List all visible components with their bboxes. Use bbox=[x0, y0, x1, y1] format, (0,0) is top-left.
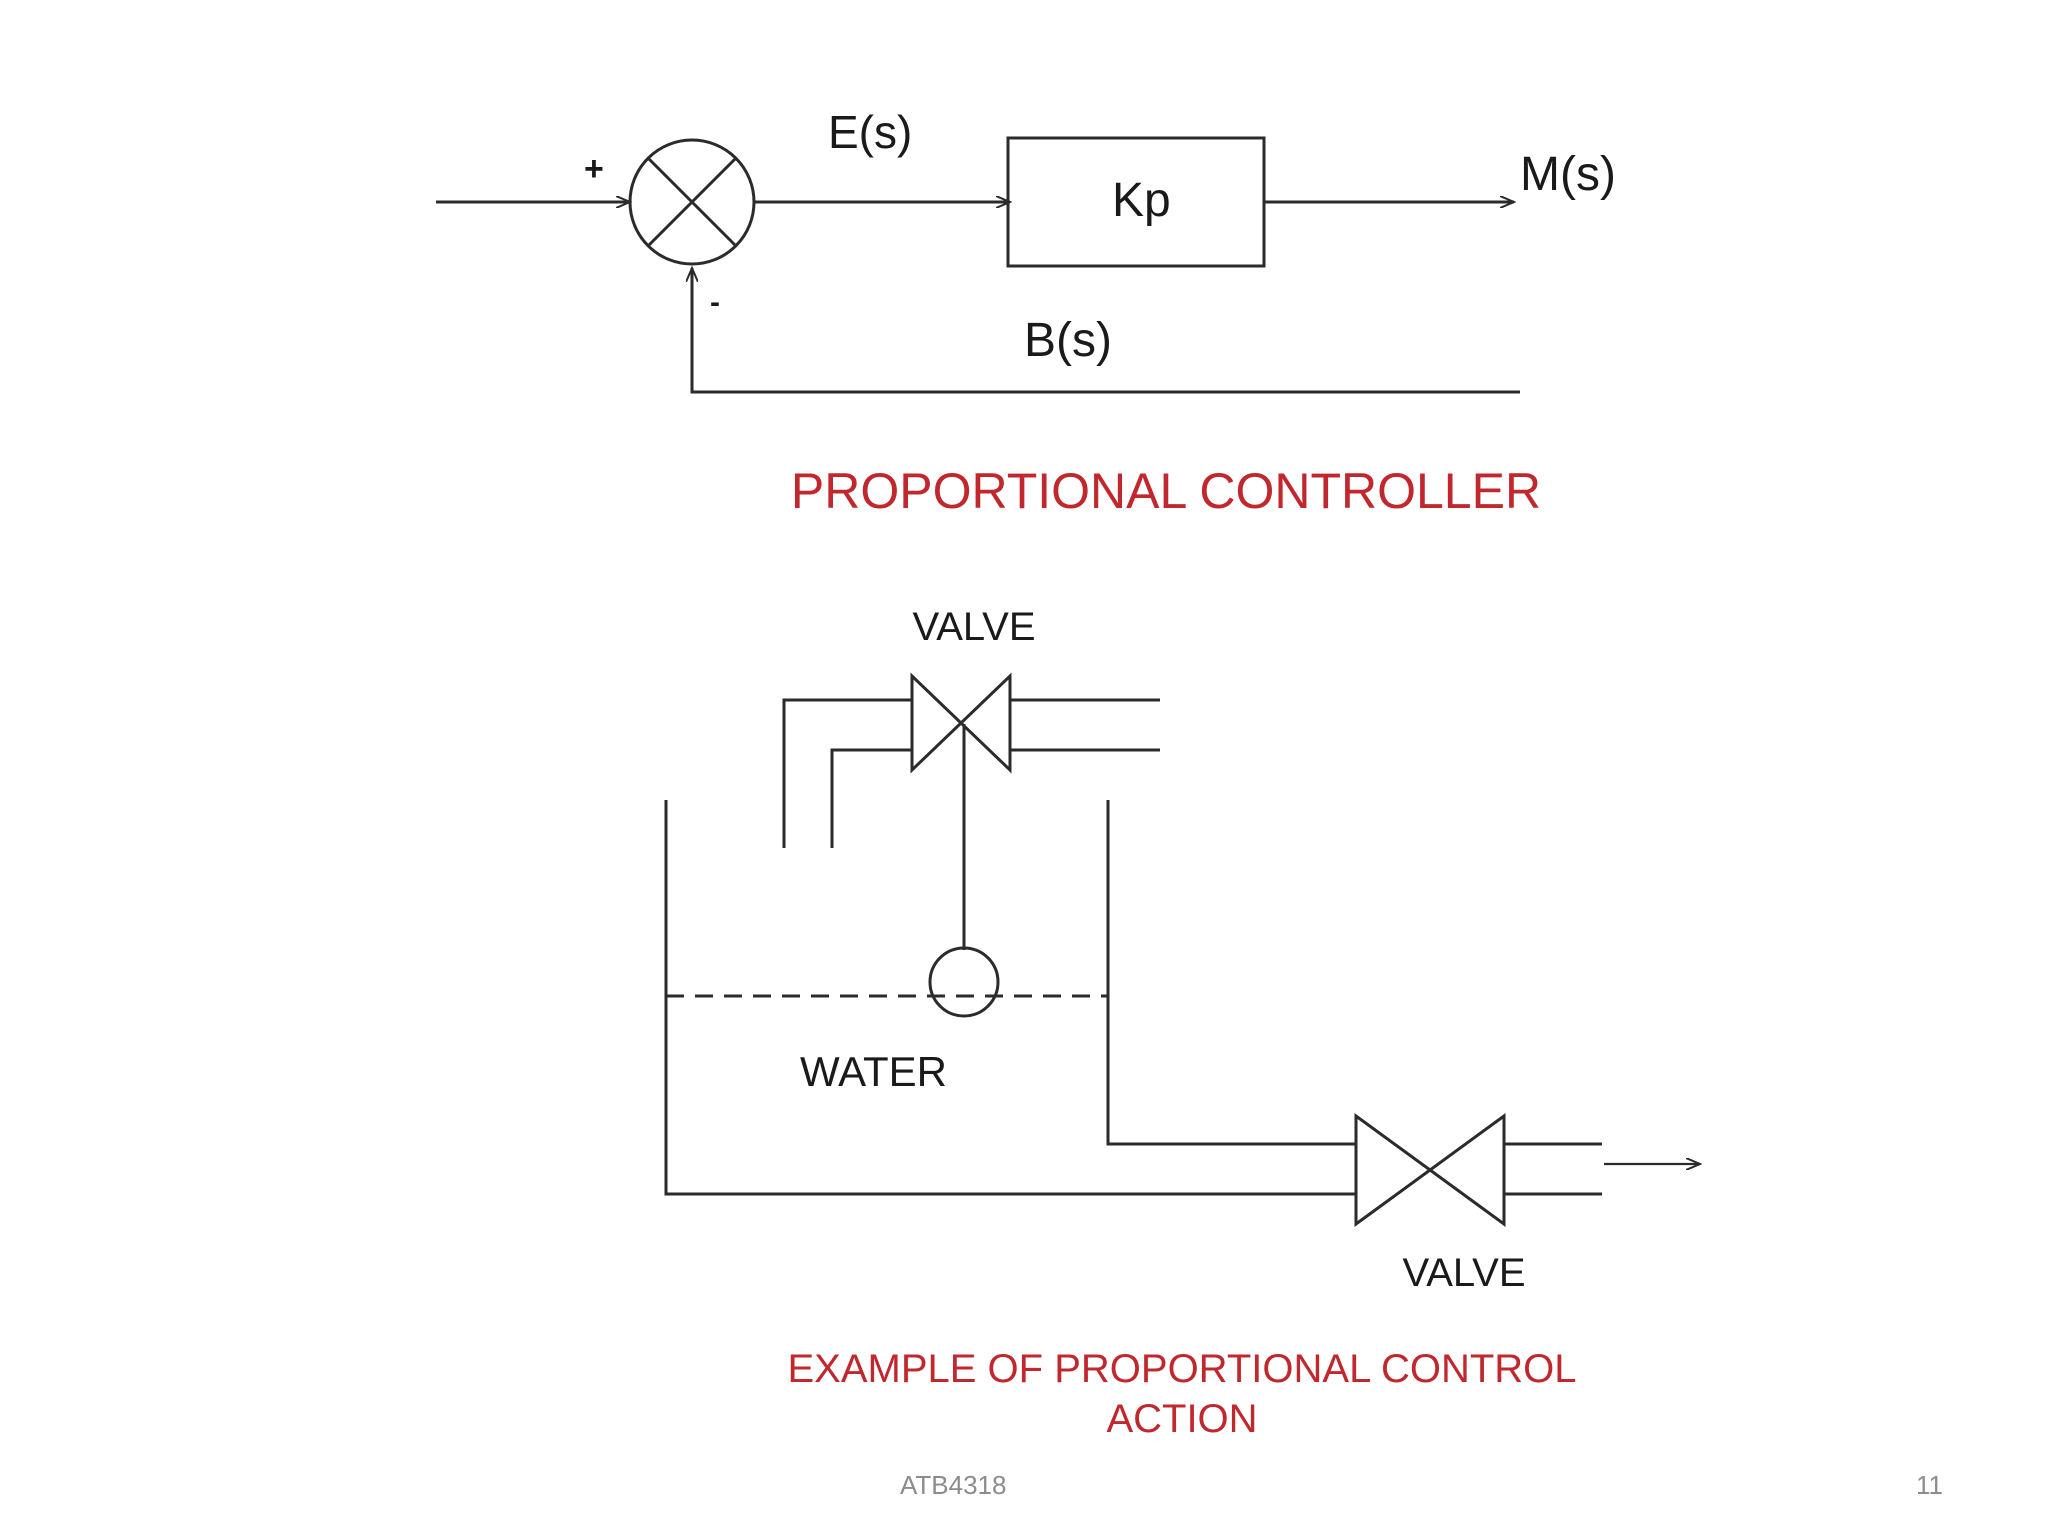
inlet-pipe-inner bbox=[830, 748, 912, 848]
tank-right-and-outlet bbox=[1106, 800, 1356, 1146]
minus-sign: - bbox=[710, 286, 720, 319]
gain-label: Kp bbox=[1112, 174, 1171, 227]
inlet-valve-icon bbox=[910, 672, 1012, 774]
inlet-valve-label: VALVE bbox=[912, 605, 1035, 649]
tank-caption-line2: ACTION bbox=[1106, 1397, 1257, 1441]
summing-junction bbox=[628, 138, 756, 266]
inlet-pipe-outer bbox=[782, 698, 912, 848]
tank-diagram: VALVE WATER VALVE EXAMPLE OF PROPORTIONA… bbox=[664, 605, 1700, 1441]
tank-caption-line1: EXAMPLE OF PROPORTIONAL CONTROL bbox=[787, 1347, 1576, 1391]
float-ball bbox=[928, 946, 1000, 1018]
block-diagram-caption: PROPORTIONAL CONTROLLER bbox=[791, 463, 1541, 519]
error-signal-label: E(s) bbox=[828, 106, 912, 158]
feedback-path bbox=[692, 268, 1520, 394]
footer-course-code: ATB4318 bbox=[900, 1470, 1007, 1500]
output-label: M(s) bbox=[1520, 148, 1616, 201]
block-diagram: + - E(s) Kp M(s) B(s) PROPORTIONAL CONTR… bbox=[436, 106, 1616, 519]
tank-left-and-bottom bbox=[664, 800, 1356, 1196]
water-label: WATER bbox=[800, 1048, 947, 1095]
outlet-valve-label: VALVE bbox=[1402, 1251, 1525, 1295]
feedback-label: B(s) bbox=[1024, 314, 1112, 367]
plus-sign: + bbox=[584, 150, 604, 188]
outlet-valve-icon bbox=[1354, 1113, 1506, 1227]
footer-page-number: 11 bbox=[1916, 1470, 1943, 1500]
